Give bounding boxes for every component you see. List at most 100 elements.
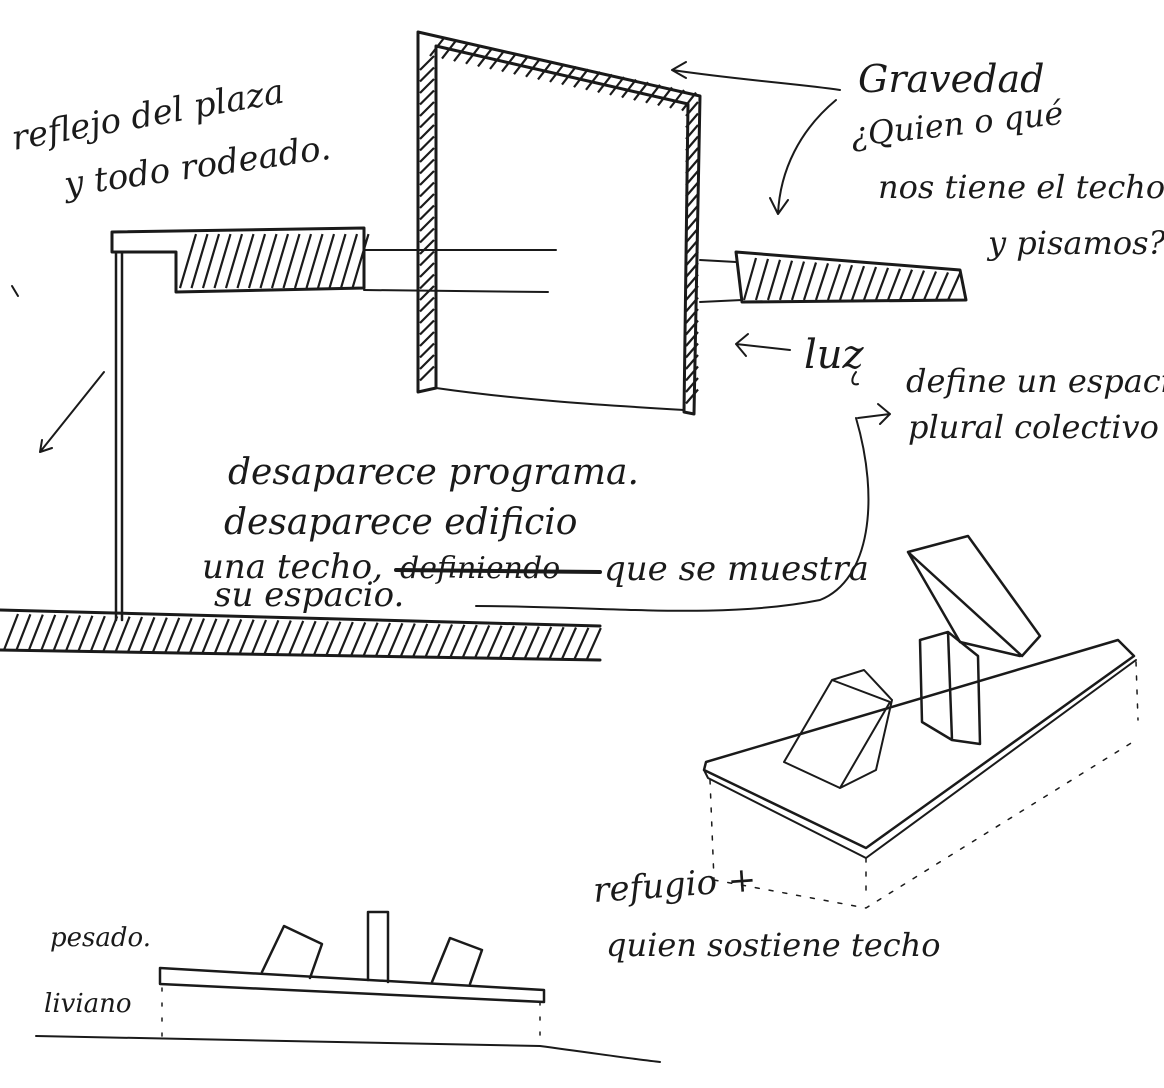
hatch-stroke (685, 273, 699, 290)
hatch-stroke (419, 308, 435, 324)
note-iso-caption-2: quien sostiene techo (606, 926, 941, 964)
hatch-stroke (102, 615, 119, 653)
note-question-1: ¿Quien o qué (849, 94, 1065, 154)
hatch-stroke (288, 620, 305, 656)
hatch-stroke (213, 233, 232, 289)
hatch-stroke (419, 78, 435, 94)
hatch-stroke (486, 625, 503, 659)
hatch-stroke (77, 615, 94, 652)
hatch-stroke (474, 624, 491, 659)
hatch-stroke (224, 233, 244, 289)
hatch-stroke (946, 272, 962, 301)
hatch-stroke (537, 60, 553, 81)
right-roof-slab (699, 250, 968, 304)
hatch-stroke (201, 618, 218, 654)
note-center-3a: una techo, (202, 547, 383, 587)
note-center-4: su espacio. (214, 575, 404, 615)
hatch-stroke (657, 86, 673, 107)
hatch-stroke (419, 319, 435, 336)
hatch-stroke (419, 135, 435, 152)
hatch-stroke (247, 233, 267, 289)
hatch-stroke (523, 626, 540, 659)
strike-through-line (394, 568, 602, 574)
hatch-stroke (560, 627, 578, 660)
hatch-stroke (419, 89, 435, 106)
left-roof-slab (110, 226, 557, 294)
hatch-stroke (325, 621, 342, 656)
hatch-stroke (685, 112, 699, 129)
hatch-stroke (814, 263, 830, 301)
hatch-stroke (188, 618, 206, 654)
hatch-stroke (178, 233, 198, 289)
hatch-stroke (351, 233, 370, 289)
hatch-stroke (513, 55, 529, 75)
hatch-stroke (226, 618, 243, 655)
hatch-stroke (419, 239, 435, 255)
hatch-stroke (238, 619, 255, 655)
hatch-stroke (754, 258, 770, 301)
note-iso-caption-1: refugio + (592, 860, 758, 911)
hatch-stroke (52, 614, 69, 652)
hatch-stroke (685, 388, 699, 405)
hatch-stroke (685, 319, 699, 336)
hatch-stroke (114, 616, 131, 653)
hatch-stroke (790, 261, 806, 301)
hatch-stroke (328, 233, 347, 289)
hatch-stroke (685, 227, 699, 244)
hatch-stroke (419, 158, 435, 175)
hatch-stroke (685, 331, 699, 347)
hatch-stroke (419, 296, 435, 313)
hatch-stroke (669, 89, 685, 109)
hatch-stroke (419, 101, 435, 117)
hatch-stroke (898, 269, 914, 301)
hatch-stroke (685, 239, 699, 255)
hatch-stroke (259, 233, 278, 289)
hatch-stroke (685, 181, 699, 198)
hatch-stroke (910, 270, 926, 301)
hatch-stroke (597, 73, 613, 94)
hatch-stroke (236, 233, 255, 289)
hatch-stroke (419, 342, 435, 359)
hatch-stroke (64, 615, 82, 652)
hatch-stroke (685, 204, 699, 221)
hatch-stroke (424, 623, 441, 658)
hatch-stroke (126, 616, 144, 653)
hatch-stroke (429, 37, 445, 57)
hatch-stroke (685, 262, 699, 278)
hatch-stroke (685, 101, 699, 117)
hatch-stroke (282, 233, 301, 289)
hatch-stroke (419, 193, 435, 209)
hatch-stroke (685, 365, 699, 382)
hatch-stroke (151, 617, 168, 653)
hatch-stroke (685, 135, 699, 152)
hatch-stroke (419, 227, 435, 244)
hatch-stroke (164, 617, 181, 654)
hatch-stroke (419, 331, 435, 347)
hatch-stroke (766, 259, 782, 301)
hatch-stroke (419, 124, 435, 140)
hatch-stroke (399, 623, 416, 657)
hatch-stroke (275, 620, 292, 655)
hatch-stroke (441, 39, 457, 60)
hatch-stroke (922, 271, 938, 301)
hatch-stroke (350, 621, 367, 657)
hatch-stroke (489, 50, 505, 70)
hatch-stroke (461, 624, 478, 658)
tower-hatch-left (419, 55, 435, 382)
hatch-stroke (685, 308, 699, 324)
leader-lines (475, 61, 891, 612)
hatch-stroke (449, 624, 466, 658)
hatch-stroke (802, 262, 818, 301)
hatch-stroke (89, 615, 106, 652)
hatch-stroke (337, 621, 354, 656)
section-drawing (0, 30, 968, 662)
ground-hatch (2, 613, 602, 660)
note-pesado: pesado. (50, 923, 151, 953)
hatch-stroke (419, 216, 435, 232)
hatch-stroke (419, 354, 435, 370)
left-slab-hatch (178, 233, 370, 289)
hatch-stroke (621, 78, 637, 99)
hatch-stroke (685, 193, 699, 209)
note-question-3: y pisamos? (986, 224, 1164, 262)
hatch-stroke (886, 268, 902, 301)
